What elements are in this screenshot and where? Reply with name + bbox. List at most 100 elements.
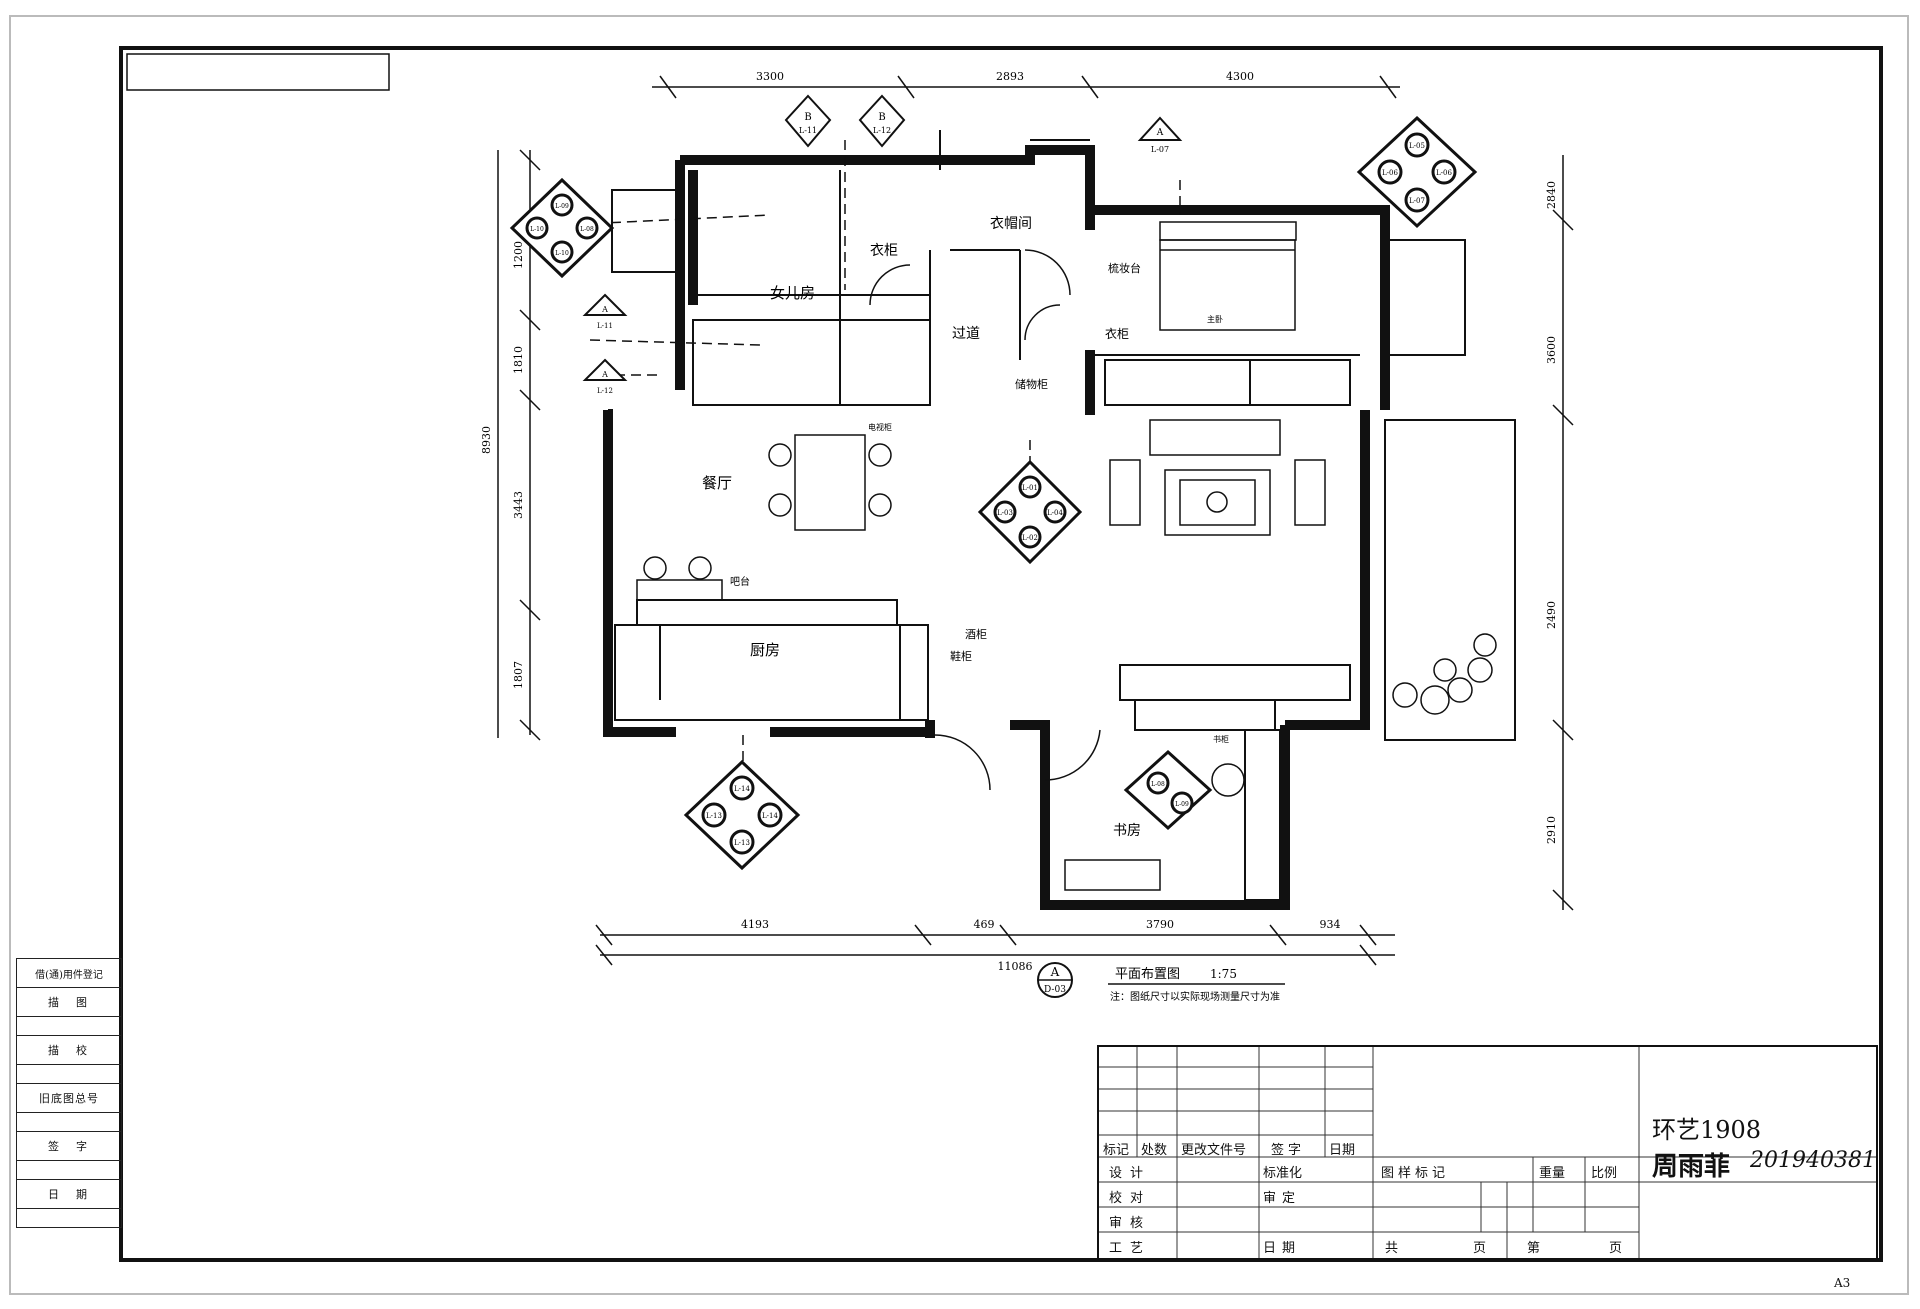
side-row-spacer xyxy=(16,1016,122,1036)
marker-la2-letter: A xyxy=(601,370,608,379)
dim-top-1: 3300 xyxy=(756,70,784,83)
dim-bottom-3: 3790 xyxy=(1146,918,1174,931)
drawing-title-ref: D-03 xyxy=(1044,985,1066,995)
student-name: 周雨菲 xyxy=(1652,1152,1731,1182)
index-marker-left-a xyxy=(582,293,628,381)
side-row-2: 描 图 xyxy=(16,987,122,1017)
index-marker-study xyxy=(1123,749,1213,831)
label-dressing-table: 梳妆台 xyxy=(1108,261,1141,275)
marker-lu-3: L-08 xyxy=(580,226,594,233)
label-wine-cabinet: 酒柜 xyxy=(965,628,987,641)
walls xyxy=(603,145,1390,910)
section-lines xyxy=(562,140,1181,780)
tb-scale: 比例 xyxy=(1591,1166,1618,1181)
marker-lu-1: L-09 xyxy=(555,203,569,210)
dim-bottom-1: 4193 xyxy=(741,918,769,931)
label-storage-cabinet: 储物柜 xyxy=(1015,377,1048,391)
top-dimension-line xyxy=(652,75,1400,99)
marker-lv-1: L-01 xyxy=(1022,484,1038,492)
marker-la1-ref: L-11 xyxy=(597,322,613,330)
dim-left-3: 3443 xyxy=(512,491,525,519)
dim-bottom-total: 11086 xyxy=(998,960,1033,973)
tb-row-check: 校对 xyxy=(1109,1191,1152,1206)
right-dimension-line xyxy=(1552,155,1574,911)
marker-la2-ref: L-12 xyxy=(597,387,613,395)
title-block-grid xyxy=(1099,1047,1876,1258)
label-bar-counter: 吧台 xyxy=(730,575,750,588)
marker-lv-2: L-03 xyxy=(997,509,1013,517)
bottom-dimension-line xyxy=(595,924,1395,966)
tb-header-date: 日期 xyxy=(1329,1143,1356,1158)
tb-header-count: 处数 xyxy=(1141,1143,1168,1158)
marker-lv-3: L-04 xyxy=(1047,509,1063,517)
side-row-1: 借(通)用件登记 xyxy=(16,958,122,988)
furniture xyxy=(636,221,1497,891)
outer-frame xyxy=(9,15,1909,1295)
marker-tl2-ref: L-12 xyxy=(873,126,891,135)
label-bookcase: 书柜 xyxy=(1213,734,1229,744)
marker-tl2-letter: B xyxy=(878,112,885,123)
dim-left-total: 8930 xyxy=(480,426,493,454)
marker-tr-ref: L-07 xyxy=(1151,145,1169,154)
left-dimension-line xyxy=(497,149,541,741)
dim-top-2: 2893 xyxy=(996,70,1024,83)
title-block: 标记 处数 更改文件号 签字 日期 设计 标准化 校对 审定 审核 工艺 日期 … xyxy=(1097,1045,1878,1260)
side-row-spacer-5 xyxy=(16,1208,122,1228)
dim-right-4: 2910 xyxy=(1545,816,1558,844)
door-swings xyxy=(869,249,1101,791)
index-marker-master xyxy=(1356,115,1478,229)
tb-header-mark: 标记 xyxy=(1103,1143,1130,1158)
marker-master-2: L-06 xyxy=(1382,169,1398,177)
tb-pages-2: 页 xyxy=(1609,1241,1623,1256)
tb-row-process: 工艺 xyxy=(1109,1241,1152,1256)
school-class: 环艺1908 xyxy=(1652,1116,1762,1144)
label-wardrobe-1: 衣柜 xyxy=(870,243,898,259)
tb-row-design: 设计 xyxy=(1109,1166,1152,1181)
partitions xyxy=(608,130,1516,901)
drawing-title-note: 注：图纸尺寸以实际现场测量尺寸为准 xyxy=(1110,990,1280,1003)
label-cloakroom: 衣帽间 xyxy=(990,216,1032,232)
index-marker-top-left xyxy=(784,94,1183,148)
label-tv-cabinet: 电视柜 xyxy=(868,422,892,432)
drawing-title-name: 平面布置图 xyxy=(1115,967,1180,982)
index-marker-left-upper xyxy=(509,177,615,279)
dim-top-3: 4300 xyxy=(1226,70,1254,83)
tb-row-standard: 标准化 xyxy=(1263,1166,1303,1181)
label-dining-room: 餐厅 xyxy=(702,474,732,492)
index-marker-kitchen xyxy=(683,759,801,871)
tb-pages-1: 页 xyxy=(1473,1241,1487,1256)
side-row-spacer-3 xyxy=(16,1112,122,1132)
marker-kt-4: L-13 xyxy=(734,839,750,847)
side-row-4: 旧底图总号 xyxy=(16,1083,122,1113)
marker-tr-letter: A xyxy=(1156,128,1164,138)
dim-bottom-4: 934 xyxy=(1320,918,1341,931)
corner-label-box xyxy=(126,53,390,91)
tb-header-change: 更改文件号 xyxy=(1181,1143,1247,1158)
marker-lu-2: L-10 xyxy=(530,226,544,233)
label-master-bed: 主卧 xyxy=(1207,314,1223,324)
marker-st-1: L-08 xyxy=(1151,781,1165,788)
marker-tl1-letter: B xyxy=(804,112,811,123)
marker-master-3: L-06 xyxy=(1436,169,1452,177)
dim-bottom-2: 469 xyxy=(974,918,995,931)
side-row-6: 日 期 xyxy=(16,1179,122,1209)
index-marker-living xyxy=(977,459,1083,565)
tb-row-review: 审核 xyxy=(1109,1216,1152,1231)
dim-right-2: 3600 xyxy=(1545,336,1558,364)
side-row-5: 签 字 xyxy=(16,1131,122,1161)
marker-lu-4: L-10 xyxy=(555,250,569,257)
label-wardrobe-2: 衣柜 xyxy=(1105,326,1129,341)
label-daughter-room: 女儿房 xyxy=(770,284,815,302)
marker-st-2: L-09 xyxy=(1175,801,1189,808)
marker-master-1: L-05 xyxy=(1409,142,1425,150)
marker-kt-3: L-14 xyxy=(762,812,778,820)
label-corridor: 过道 xyxy=(952,326,980,342)
dim-left-1: 1200 xyxy=(512,241,525,269)
side-row-spacer-4 xyxy=(16,1160,122,1180)
label-study: 书房 xyxy=(1113,823,1141,839)
tb-weight: 重量 xyxy=(1539,1166,1566,1181)
side-row-3: 描 校 xyxy=(16,1035,122,1065)
tb-sheet-no: 第 xyxy=(1527,1241,1541,1256)
dim-right-3: 2490 xyxy=(1545,601,1558,629)
